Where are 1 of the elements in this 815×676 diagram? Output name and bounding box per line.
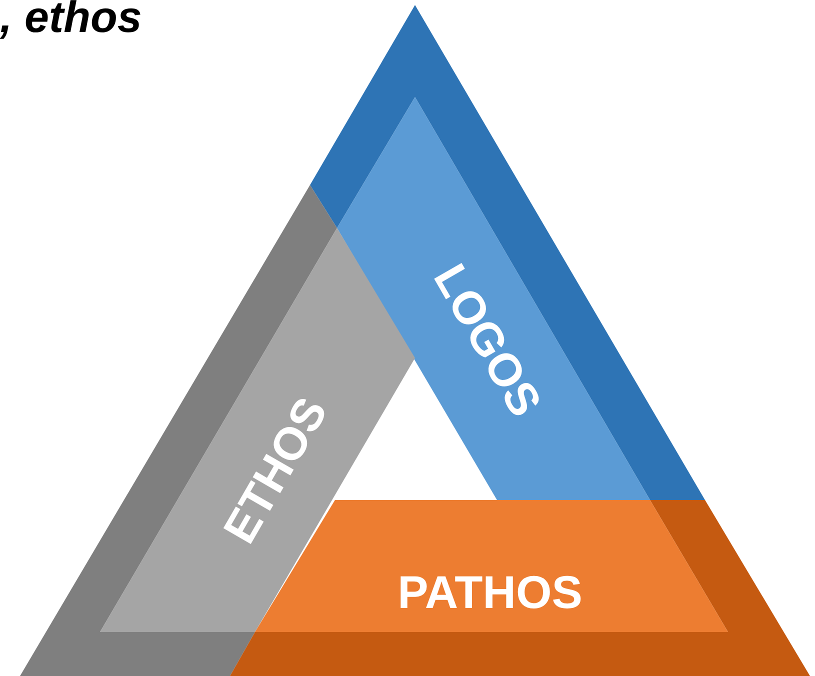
band-label: PATHOS (398, 569, 582, 615)
